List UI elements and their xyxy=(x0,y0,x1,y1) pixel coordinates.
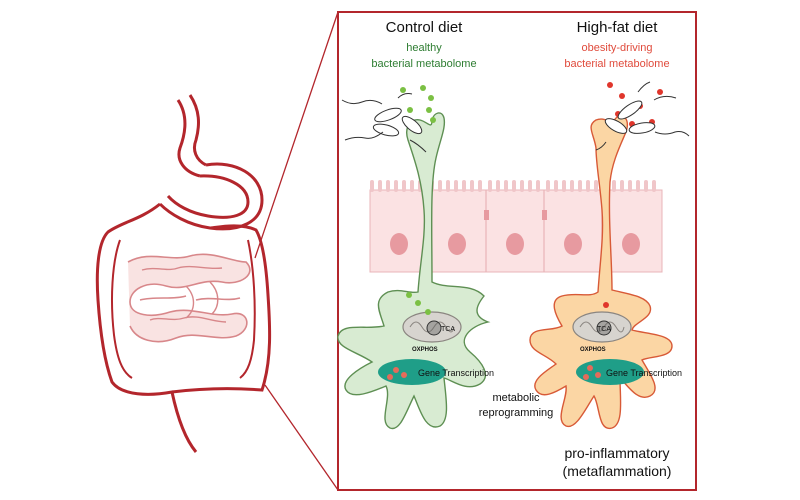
metabolite-dot xyxy=(415,300,421,306)
control-metabolome-label: bacterial metabolome xyxy=(371,58,476,70)
healthy-metabolites xyxy=(400,85,436,315)
metabolic-label: metabolic xyxy=(492,392,540,404)
reprogramming-label: reprogramming xyxy=(479,407,554,419)
epithelial-nucleus xyxy=(564,233,582,255)
tight-junction xyxy=(484,210,489,220)
gut-illustration xyxy=(95,94,272,453)
highfat-mito-cristae xyxy=(579,321,625,333)
bacterium xyxy=(374,107,402,123)
metabolite-dot xyxy=(400,87,406,93)
zoom-line-top xyxy=(254,11,339,259)
highfat-nucleus xyxy=(576,359,644,385)
epithelial-nucleus xyxy=(622,233,640,255)
highfat-diet-title: High-fat diet xyxy=(577,19,659,36)
metabolite-dot xyxy=(420,85,426,91)
epithelium xyxy=(369,180,663,273)
bacterium xyxy=(372,123,400,137)
zoom-line-bottom xyxy=(264,384,339,491)
panel-frame xyxy=(337,11,697,491)
transcription-factor xyxy=(393,367,399,373)
esophagus-inner xyxy=(176,99,201,178)
metabolite-dot xyxy=(603,302,609,308)
metabolite-dot xyxy=(430,117,436,123)
microvilli xyxy=(370,180,656,192)
control-gene-transcription-label: Gene Transcription xyxy=(418,368,494,378)
highfat-obesity-label: obesity-driving xyxy=(582,42,653,54)
highfat-tca-cycle xyxy=(596,320,612,336)
metabolite-dot xyxy=(619,93,625,99)
large-intestine xyxy=(95,202,272,453)
stomach xyxy=(158,162,264,231)
epithelial-nucleus xyxy=(448,233,466,255)
highfat-mitochondrion xyxy=(572,311,632,343)
transcription-factor xyxy=(587,365,593,371)
epithelial-layer xyxy=(369,189,663,273)
esophagus xyxy=(188,94,207,167)
control-mitochondrion xyxy=(402,311,462,343)
small-intestine-coils xyxy=(141,265,227,323)
control-oxphos-label: OXPHOS xyxy=(412,347,438,353)
metabolite-dot xyxy=(428,95,434,101)
control-mito-cristae xyxy=(409,321,455,333)
control-healthy-label: healthy xyxy=(406,42,442,54)
transcription-factor xyxy=(387,374,393,380)
bacteria-flagella xyxy=(341,93,427,153)
control-nucleus xyxy=(378,359,446,385)
metabolite-dot xyxy=(607,82,613,88)
highfat-macrophage: TCA OXPHOS Gene Transcription xyxy=(529,81,690,429)
large-intestine-inner xyxy=(111,239,256,379)
control-macrophage: TCA OXPHOS Gene Transcription xyxy=(337,85,494,430)
bacteria-flagella xyxy=(595,81,690,151)
highfat-tca-label: TCA xyxy=(597,326,611,333)
metaflammation-label: (metaflammation) xyxy=(563,463,672,479)
epithelial-nucleus xyxy=(506,233,524,255)
metabolite-dot xyxy=(406,292,412,298)
metabolite-dot xyxy=(426,107,432,113)
transcription-factor xyxy=(595,372,601,378)
highfat-metabolome-label: bacterial metabolome xyxy=(564,58,669,70)
control-diet-title: Control diet xyxy=(386,19,464,36)
tight-junction xyxy=(542,210,547,220)
stomach-inner xyxy=(166,174,250,219)
highfat-bacteria xyxy=(595,81,690,151)
control-tca-cycle xyxy=(426,320,442,336)
metabolite-dot xyxy=(407,107,413,113)
highfat-oxphos-label: OXPHOS xyxy=(580,347,606,353)
bacterium xyxy=(617,100,643,120)
metabolite-dot xyxy=(657,89,663,95)
bacterium xyxy=(401,115,423,135)
highfat-gene-transcription-label: Gene Transcription xyxy=(606,368,682,378)
control-tca-label: TCA xyxy=(441,326,455,333)
control-cell-body xyxy=(337,112,491,430)
transcription-factor xyxy=(401,372,407,378)
metabolite-dot xyxy=(425,309,431,315)
transcription-factor xyxy=(583,374,589,380)
small-intestine xyxy=(127,253,251,343)
epithelial-nucleus xyxy=(390,233,408,255)
bacterium xyxy=(604,118,628,134)
control-bacteria xyxy=(341,93,427,153)
pro-inflammatory-label: pro-inflammatory xyxy=(564,445,669,461)
bacterium xyxy=(628,122,656,134)
